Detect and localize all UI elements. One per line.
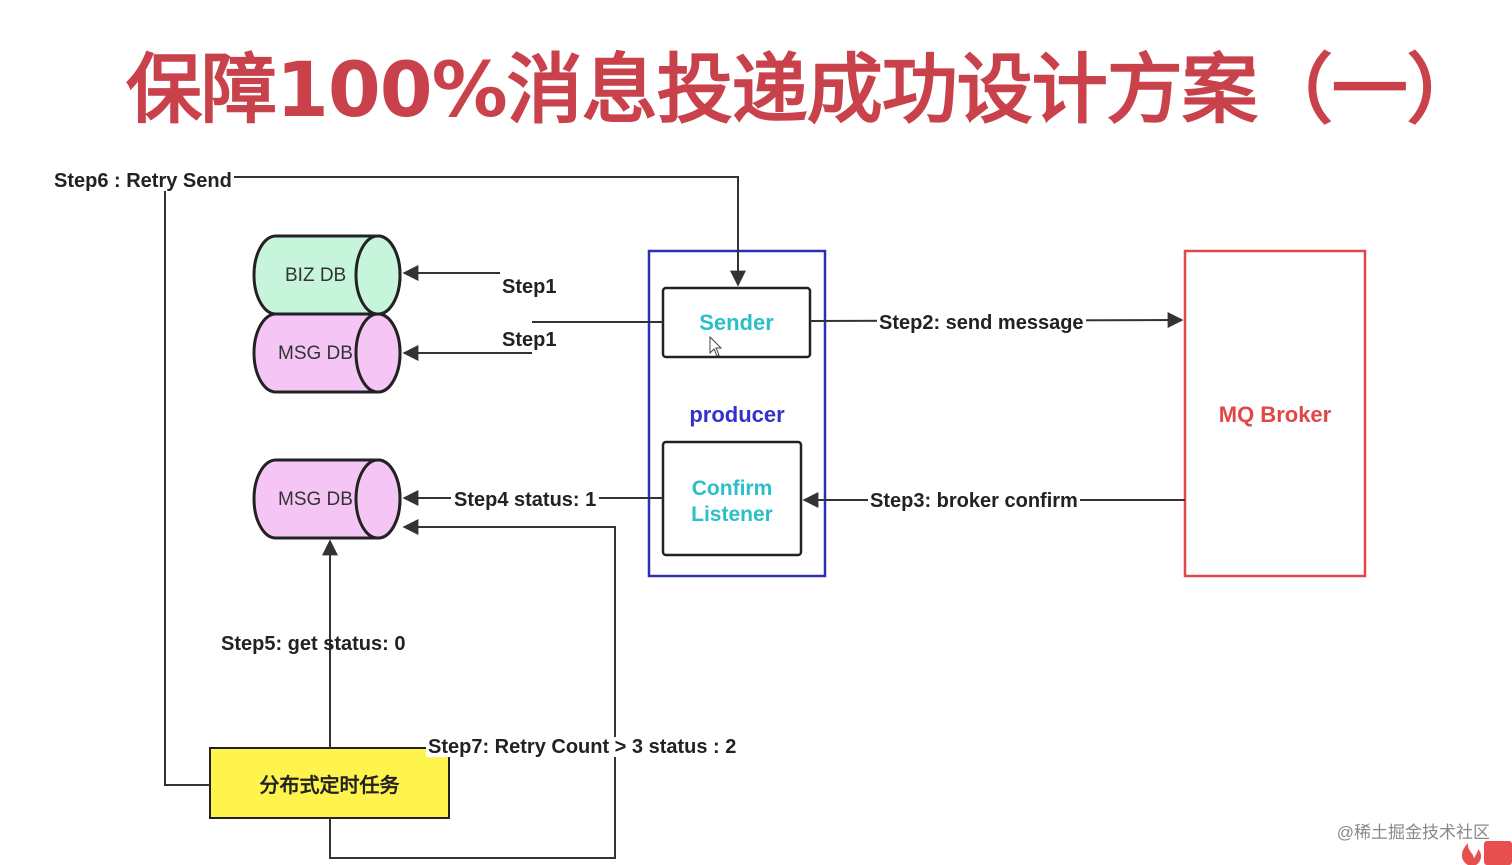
- page-title: 保障100%消息投递成功设计方案（一）: [126, 45, 1483, 134]
- step7-label: Step7: Retry Count > 3 status : 2: [426, 736, 739, 758]
- mq-broker-box: [1183, 249, 1367, 578]
- producer-label: producer: [689, 402, 785, 427]
- mq-broker-label: MQ Broker: [1218, 402, 1332, 427]
- mouse-pointer-icon: [709, 335, 723, 357]
- task-box: [209, 747, 450, 819]
- step2-label: Step2: send message: [877, 312, 1086, 334]
- imooc-logo-icon: [1454, 829, 1512, 865]
- step1-msg-label: Step1: [502, 329, 557, 351]
- task-label: 分布式定时任务: [259, 773, 400, 797]
- confirm-listener-label-line2: Listener: [691, 503, 773, 526]
- step1-biz-label: Step1: [502, 276, 557, 298]
- step5-label: Step5: get status: 0: [221, 633, 406, 655]
- msg-db-top-label: MSG DB: [278, 343, 353, 364]
- biz-db-label: BIZ DB: [285, 265, 347, 286]
- step6-arrow: [164, 176, 746, 786]
- msg-db-bottom-cylinder: [252, 458, 402, 540]
- step7-arrow: [329, 519, 616, 859]
- step3-label: Step3: broker confirm: [868, 490, 1080, 512]
- sender-label: Sender: [699, 310, 774, 335]
- step4-label: Step4 status: 1: [451, 490, 600, 510]
- msg-db-bottom-label: MSG DB: [278, 489, 353, 510]
- watermark-text: @稀土掘金技术社区: [1336, 823, 1490, 842]
- msg-db-top-cylinder: [252, 312, 402, 394]
- step6-label: Step6 : Retry Send: [54, 170, 234, 192]
- confirm-listener-label-line1: Confirm: [691, 477, 773, 500]
